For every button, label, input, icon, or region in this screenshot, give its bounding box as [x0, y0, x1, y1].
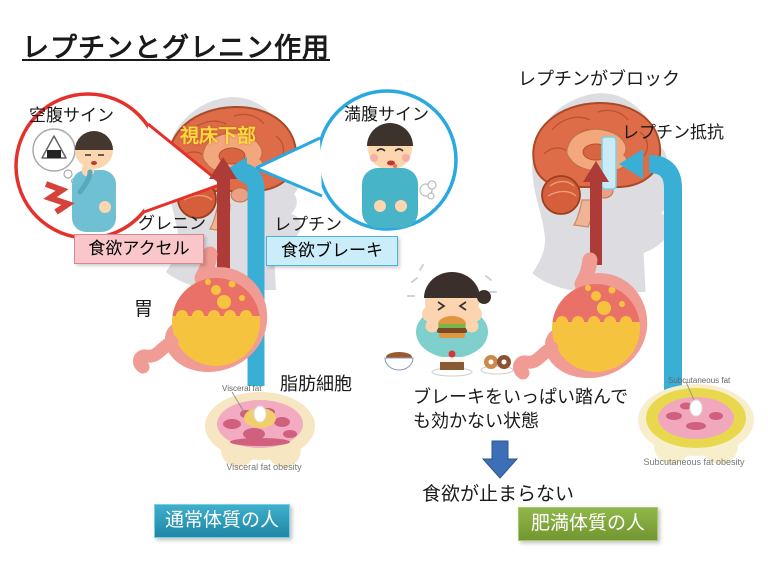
ghrelin-arrow-left: [209, 157, 237, 288]
stomach-label: 胃: [134, 299, 154, 320]
subcutaneous-fat-illustration: [638, 381, 754, 464]
subcutaneous-fat-obesity-caption: Subcutaneous fat obesity: [643, 457, 745, 467]
hungry-person-illustration: [32, 128, 116, 232]
appetite-unstoppable-label: 食欲が止まらない: [422, 484, 575, 505]
appetite-accelerator-box: 食欲アクセル: [74, 234, 204, 264]
down-arrow-icon: [481, 440, 519, 479]
page-title: レプチンとグレニン作用: [22, 33, 330, 63]
fullness-sign-label: 満腹サイン: [344, 105, 429, 124]
fullness-sign-balloon: [255, 89, 458, 231]
fat-cell-label: 脂肪細胞: [280, 374, 352, 394]
subcutaneous-fat-label: Subcutaneous fat: [668, 376, 731, 385]
hunger-sign-label: 空腹サイン: [29, 106, 114, 125]
brake-not-working-line2: も効かない状態: [413, 411, 539, 431]
appetite-brake-box: 食欲ブレーキ: [266, 236, 398, 266]
leptin-resistance-label: レプチン抵抗: [622, 123, 724, 142]
visceral-fat-illustration: [205, 391, 315, 467]
hunger-zigzag-icon: [43, 181, 75, 215]
leptin-blocked-label: レプチンがブロック: [518, 69, 680, 89]
leptin-arrow-right: [619, 149, 682, 408]
visceral-fat-obesity-caption: Visceral fat obesity: [226, 462, 302, 472]
satisfied-person-illustration: [362, 123, 437, 228]
hunger-sign-balloon: [14, 92, 223, 240]
hypothalamus-label: 視床下部: [180, 126, 257, 147]
donut-plate-icon: [480, 355, 514, 375]
cake-icon: [431, 350, 473, 377]
visceral-fat-label: Visceral fat: [222, 384, 262, 393]
ghrelin-label: グレニン: [138, 214, 206, 233]
obese-constitution-box: 肥満体質の人: [518, 507, 658, 541]
ghrelin-arrow-right: [583, 161, 609, 265]
leptin-arrow-left: [224, 157, 265, 386]
burger-icon: [436, 316, 468, 338]
breath-puff-icon: [419, 180, 437, 200]
leptin-label: レプチン: [274, 215, 342, 234]
food-bowl-icon: [384, 352, 414, 371]
normal-constitution-box: 通常体質の人: [154, 504, 290, 538]
leptin-block-bar: [601, 136, 617, 190]
brake-not-working-line1: ブレーキをいっぱい踏んで: [413, 387, 629, 407]
overeating-person-illustration: [384, 264, 514, 377]
